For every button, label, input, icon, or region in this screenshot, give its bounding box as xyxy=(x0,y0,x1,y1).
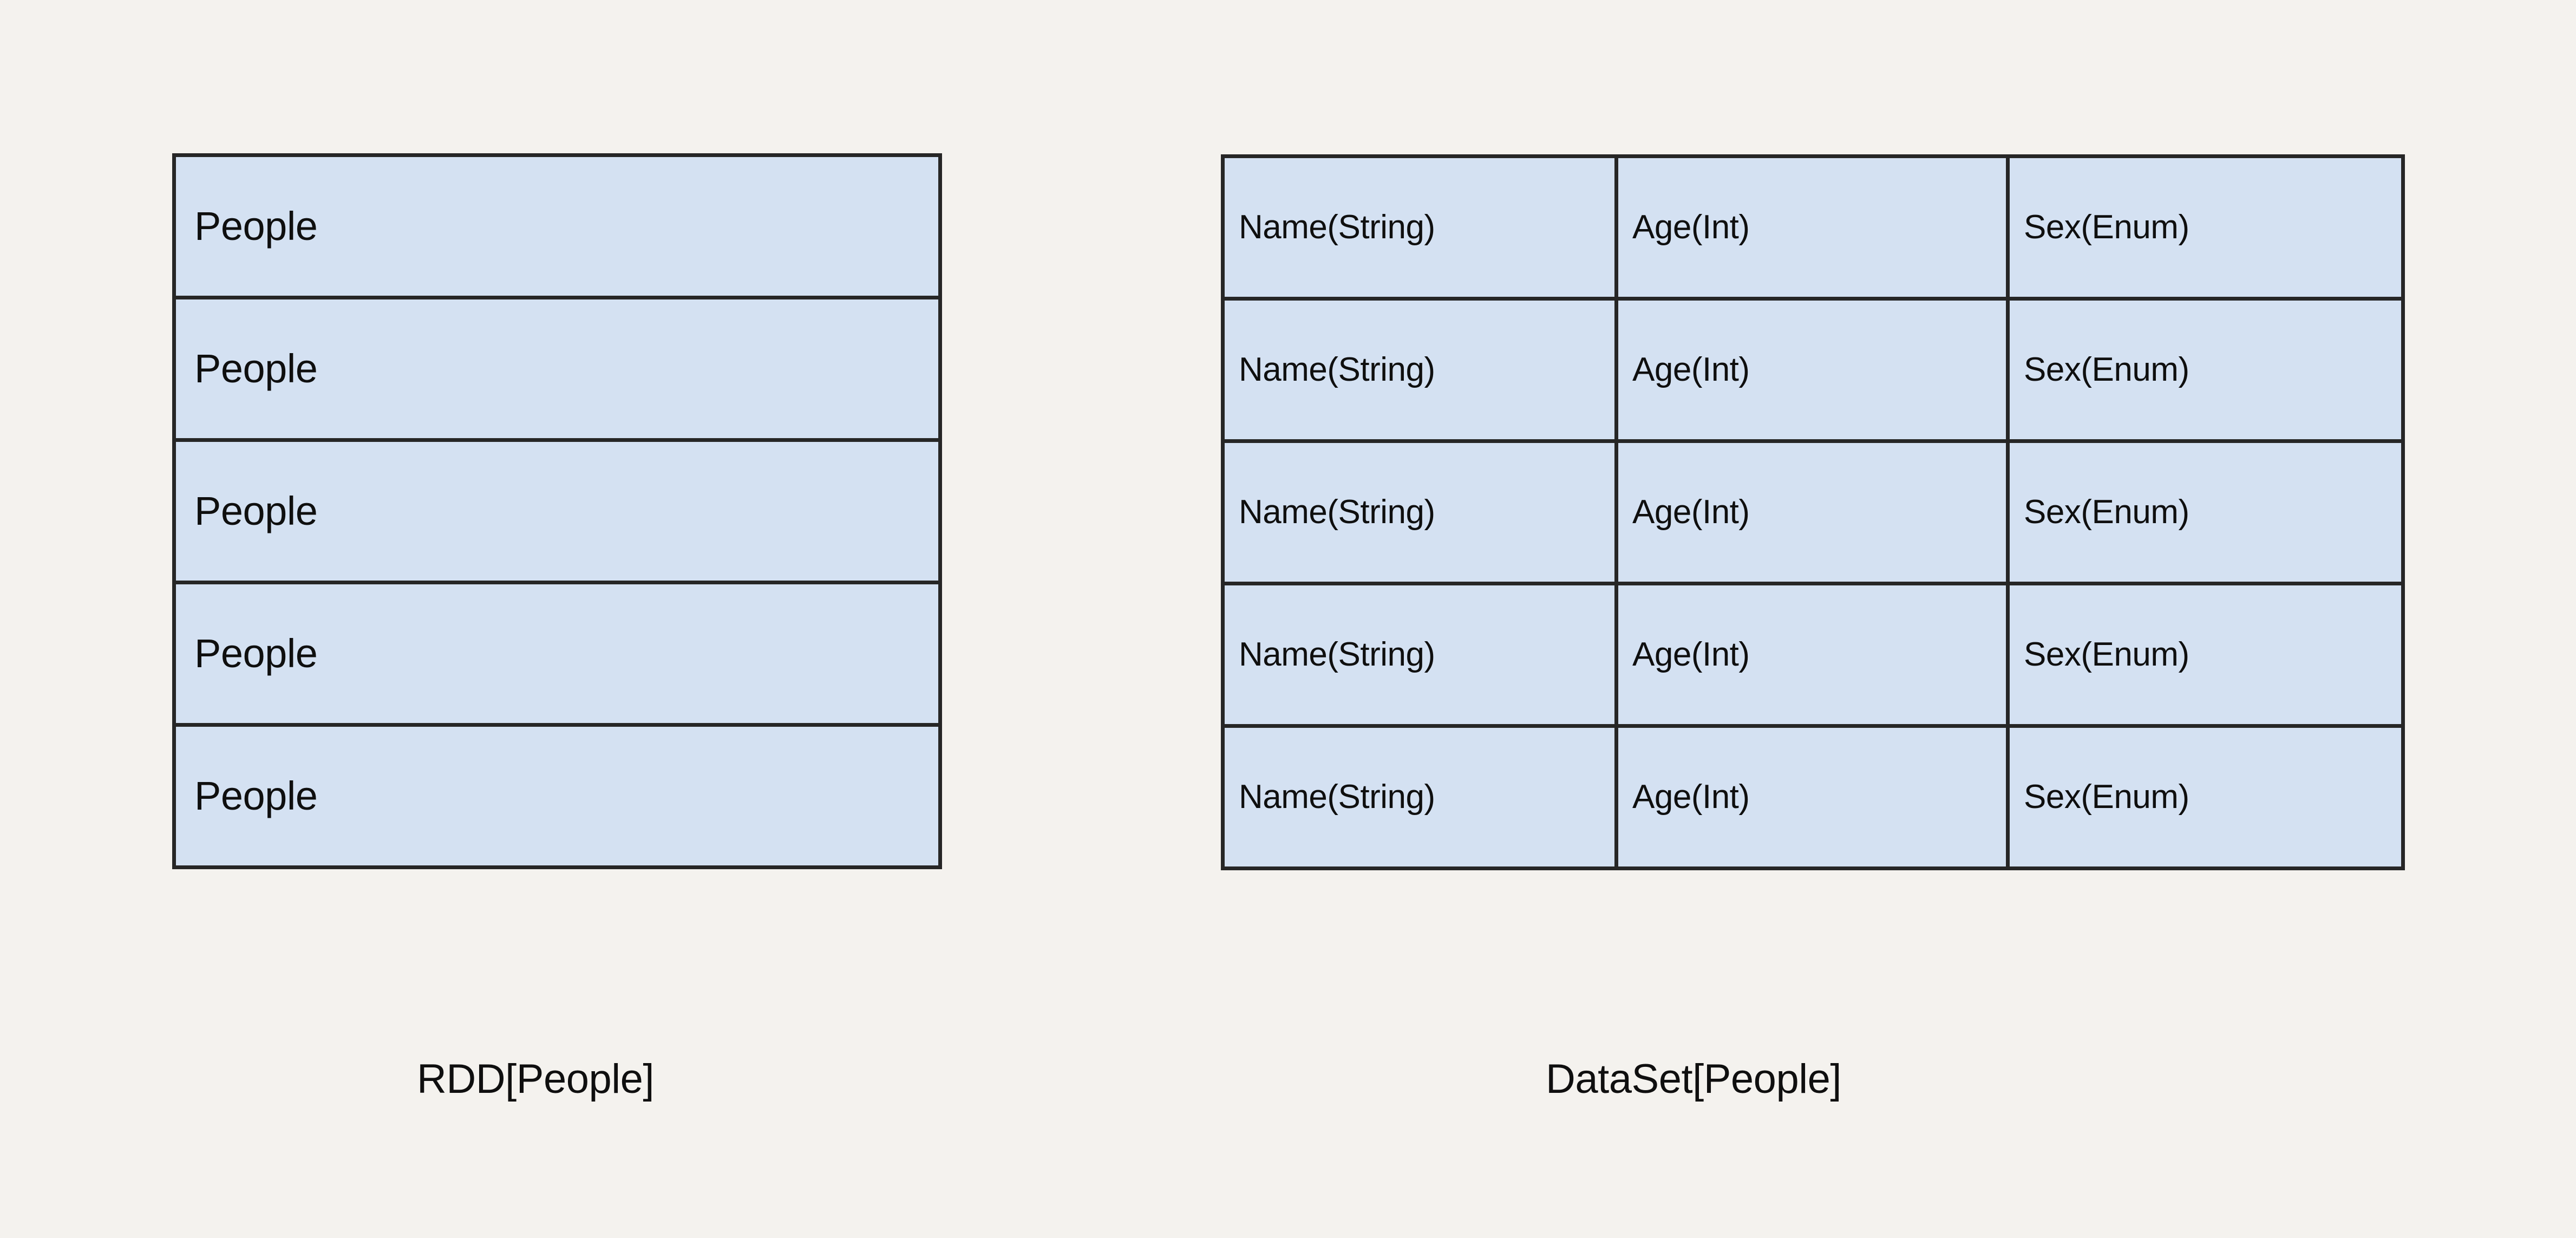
rdd-cell-people: People xyxy=(172,153,942,299)
table-row: Name(String) Age(Int) Sex(Enum) xyxy=(1221,582,2405,728)
dataset-cell-age: Age(Int) xyxy=(1614,297,2010,443)
dataset-cell-sex: Sex(Enum) xyxy=(2006,724,2405,870)
dataset-table: Name(String) Age(Int) Sex(Enum) Name(Str… xyxy=(1221,154,2405,870)
rdd-table: People People People People People xyxy=(172,153,942,869)
rdd-partition-stack: People People People People People xyxy=(172,153,942,869)
table-row: People xyxy=(172,723,942,869)
rdd-cell-people: People xyxy=(172,438,942,584)
table-row: People xyxy=(172,438,942,584)
rdd-cell-people: People xyxy=(172,296,942,442)
table-row: Name(String) Age(Int) Sex(Enum) xyxy=(1221,154,2405,301)
dataset-cell-sex: Sex(Enum) xyxy=(2006,297,2405,443)
dataset-cell-name: Name(String) xyxy=(1221,154,1618,301)
dataset-cell-age: Age(Int) xyxy=(1614,582,2010,728)
dataset-cell-sex: Sex(Enum) xyxy=(2006,154,2405,301)
table-row: People xyxy=(172,581,942,727)
table-row: People xyxy=(172,153,942,299)
rdd-cell-people: People xyxy=(172,723,942,869)
table-row: People xyxy=(172,296,942,442)
dataset-cell-sex: Sex(Enum) xyxy=(2006,439,2405,585)
rdd-cell-people: People xyxy=(172,581,942,727)
table-row: Name(String) Age(Int) Sex(Enum) xyxy=(1221,439,2405,585)
dataset-schema-table: Name(String) Age(Int) Sex(Enum) Name(Str… xyxy=(1221,154,2405,870)
table-row: Name(String) Age(Int) Sex(Enum) xyxy=(1221,297,2405,443)
table-row: Name(String) Age(Int) Sex(Enum) xyxy=(1221,724,2405,870)
dataset-cell-age: Age(Int) xyxy=(1614,439,2010,585)
rdd-caption: RDD[People] xyxy=(417,1056,655,1102)
dataset-cell-name: Name(String) xyxy=(1221,724,1618,870)
dataset-cell-sex: Sex(Enum) xyxy=(2006,582,2405,728)
dataset-cell-age: Age(Int) xyxy=(1614,724,2010,870)
dataset-cell-name: Name(String) xyxy=(1221,297,1618,443)
dataset-cell-age: Age(Int) xyxy=(1614,154,2010,301)
dataset-caption: DataSet[People] xyxy=(1546,1056,1842,1102)
dataset-cell-name: Name(String) xyxy=(1221,439,1618,585)
dataset-cell-name: Name(String) xyxy=(1221,582,1618,728)
